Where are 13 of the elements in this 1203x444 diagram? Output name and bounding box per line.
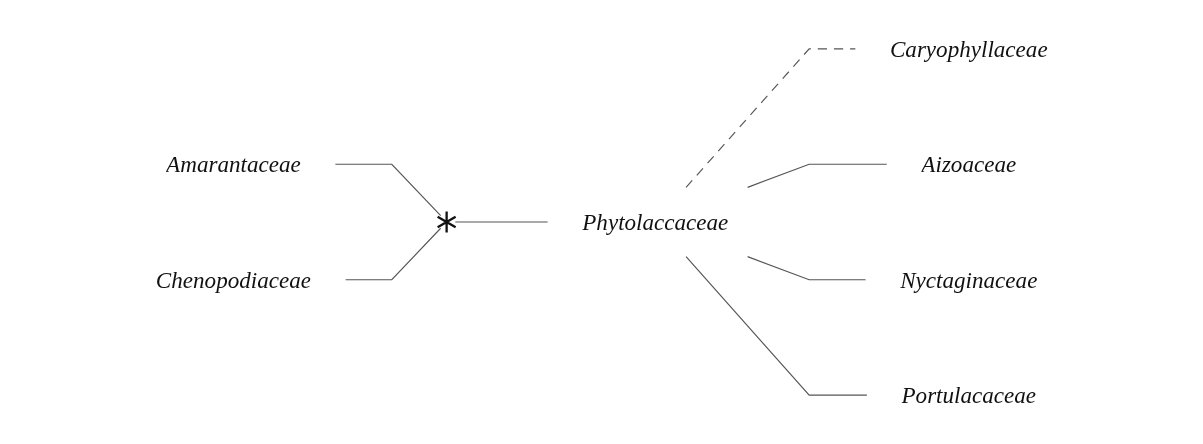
branch-line xyxy=(344,227,441,281)
branch-line xyxy=(685,256,868,396)
taxon-label: Phytolaccaceae xyxy=(582,209,729,235)
asterisk-icon xyxy=(436,210,457,234)
branch-line xyxy=(454,221,548,223)
branch-line xyxy=(746,256,866,281)
taxon-label: Chenopodiaceae xyxy=(155,267,311,293)
branch-line xyxy=(746,163,888,188)
branch-line xyxy=(334,163,441,217)
taxon-label: Nyctaginaceae xyxy=(899,267,1038,293)
taxon-label: Caryophyllaceae xyxy=(889,36,1048,62)
branch-line xyxy=(685,48,856,188)
taxon-label: Portulacaceae xyxy=(901,382,1036,408)
